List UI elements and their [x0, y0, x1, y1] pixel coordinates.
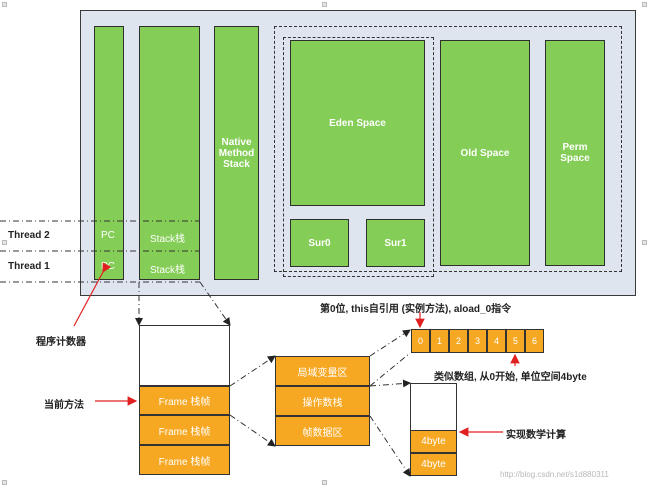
selection-handle [322, 2, 327, 7]
survivor-1: Sur1 [366, 219, 425, 267]
operand-cell-label: 4byte [421, 436, 446, 447]
old-space: Old Space [440, 40, 530, 266]
thread-2-stack: Stack栈 [150, 234, 186, 245]
selection-handle [2, 2, 7, 7]
thread-1-label: Thread 1 [8, 261, 50, 272]
stack-frame-label: Frame 栈帧 [158, 456, 211, 468]
thread-1-stack: Stack栈 [150, 265, 186, 276]
frame-data-area-label: 帧数据区 [302, 427, 343, 439]
slot0-note: 第0位, this自引用 (实例方法), aload_0指令 [320, 304, 512, 315]
local-slot: 2 [449, 329, 468, 353]
array-note: 类似数组, 从0开始, 单位空间4byte [434, 372, 587, 383]
heap-region [274, 26, 622, 272]
compute-note: 实现数学计算 [506, 430, 566, 441]
eden-space: Eden Space [290, 40, 425, 206]
old-space-label: Old Space [460, 147, 510, 159]
stack-frame-label: Frame 栈帧 [158, 426, 211, 438]
perm-space-label: Perm Space [560, 142, 590, 164]
stack-frame: Frame 栈帧 [139, 415, 230, 445]
selection-handle [642, 240, 647, 245]
program-counter-label: 程序计数器 [36, 337, 86, 348]
native-method-stack: Native Method Stack [214, 26, 259, 280]
frame-data-area: 帧数据区 [275, 416, 370, 446]
operand-cell: 4byte [410, 453, 457, 476]
young-generation-region [283, 37, 434, 277]
current-method-label: 当前方法 [44, 400, 84, 411]
eden-space-label: Eden Space [329, 117, 386, 129]
selection-handle [322, 480, 327, 485]
thread-2-pc: PC [101, 230, 115, 241]
thread-2-label: Thread 2 [8, 230, 50, 241]
java-stack-column [139, 26, 200, 280]
selection-handle [642, 2, 647, 7]
survivor-1-label: Sur1 [384, 237, 407, 249]
local-slot: 6 [525, 329, 544, 353]
local-variable-area: 局域变量区 [275, 356, 370, 386]
operand-stack-area: 操作数栈 [275, 386, 370, 416]
survivor-0: Sur0 [290, 219, 349, 267]
local-variable-area-label: 局域变量区 [297, 367, 348, 379]
native-method-stack-label: Native Method Stack [218, 136, 255, 170]
local-slot: 1 [430, 329, 449, 353]
operand-cell-label: 4byte [421, 459, 446, 470]
selection-handle [2, 240, 7, 245]
stack-frame-current-label: Frame 栈帧 [158, 397, 211, 408]
operand-stack-empty [410, 383, 457, 431]
operand-cell: 4byte [410, 430, 457, 453]
watermark: http://blog.csdn.net/s1d880311 [500, 470, 609, 479]
local-slot: 5 [506, 329, 525, 353]
thread-1-pc: PC [101, 261, 115, 272]
survivor-0-label: Sur0 [308, 237, 331, 249]
operand-stack-area-label: 操作数栈 [302, 397, 343, 409]
local-slot: 0 [411, 329, 430, 353]
selection-handle [2, 480, 7, 485]
perm-space: Perm Space [545, 40, 605, 266]
pc-register-column [94, 26, 124, 280]
local-slot: 3 [468, 329, 487, 353]
stack-frame-current: Frame 栈帧 [139, 386, 230, 415]
local-slot: 4 [487, 329, 506, 353]
stack-frame: Frame 栈帧 [139, 445, 230, 475]
stack-empty-space [139, 325, 230, 386]
